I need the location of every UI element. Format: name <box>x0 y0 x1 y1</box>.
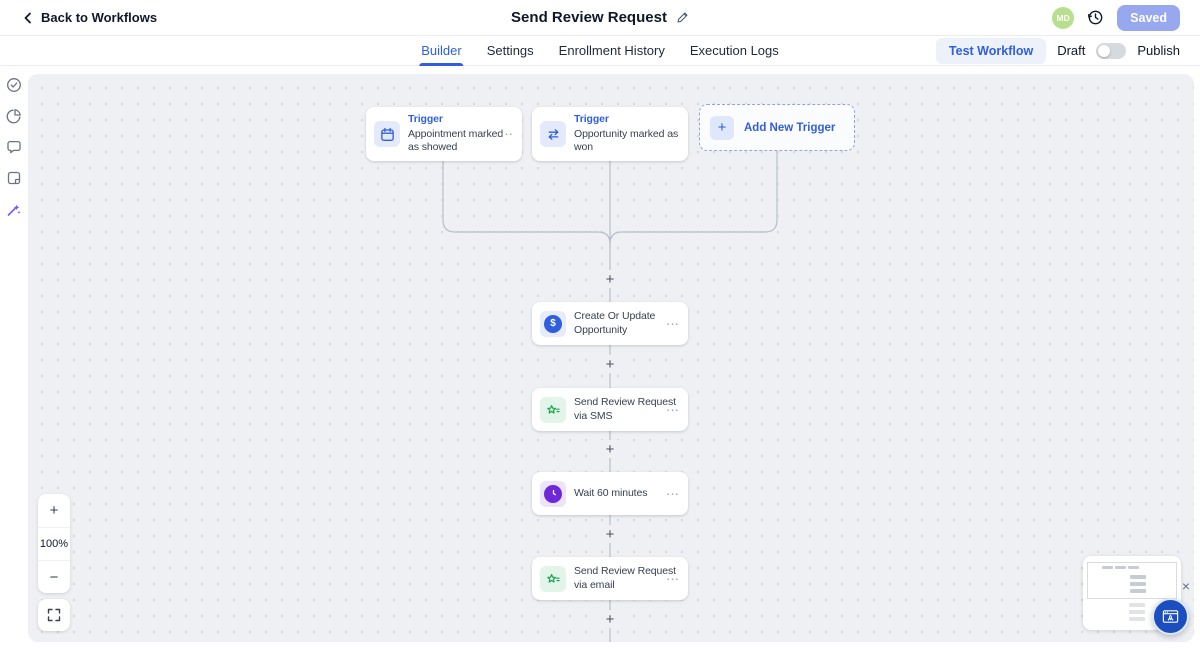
minimap-viewport <box>1087 562 1177 599</box>
header: Back to Workflows Send Review Request MD… <box>0 0 1200 36</box>
zoom-level: 100% <box>38 527 70 560</box>
trigger-title: Appointment marked as showed <box>408 127 504 154</box>
edit-pencil-icon[interactable] <box>676 11 689 24</box>
saved-button[interactable]: Saved <box>1117 4 1180 31</box>
more-menu-icon[interactable]: ⋯ <box>666 316 680 331</box>
toggle-knob <box>1098 44 1111 57</box>
action-title: Send Review Request via email <box>574 564 676 591</box>
add-step-button[interactable]: + <box>601 525 619 543</box>
tab-execution-logs[interactable]: Execution Logs <box>689 43 779 58</box>
zoom-controls: + 100% − <box>38 494 70 593</box>
note-icon[interactable] <box>6 170 22 186</box>
header-right: MD Saved <box>1052 4 1180 31</box>
action-title: Wait 60 minutes <box>574 486 648 499</box>
minimap-close-button[interactable]: × <box>1181 578 1191 594</box>
tab-settings[interactable]: Settings <box>486 43 534 58</box>
action-node-create-update-opportunity[interactable]: $ Create Or Update Opportunity ⋯ <box>532 302 688 345</box>
trigger-badge: Trigger <box>574 112 609 125</box>
action-node-wait-60-minutes[interactable]: Wait 60 minutes ⋯ <box>532 472 688 515</box>
action-title: Create Or Update Opportunity <box>574 309 656 336</box>
more-menu-icon[interactable]: ⋯ <box>666 126 680 142</box>
zoom-out-button[interactable]: − <box>38 560 70 593</box>
back-chevron-icon <box>22 12 34 24</box>
tabs: Builder Settings Enrollment History Exec… <box>419 36 779 66</box>
more-menu-icon[interactable]: ⋯ <box>666 571 680 586</box>
draft-label: Draft <box>1057 43 1086 58</box>
plus-icon: + <box>710 115 734 140</box>
action-title: Send Review Request via SMS <box>574 395 676 422</box>
minimap[interactable] <box>1083 556 1181 630</box>
publish-toggle[interactable] <box>1096 42 1127 59</box>
review-star-icon <box>540 396 566 423</box>
tab-builder[interactable]: Builder <box>419 36 465 66</box>
add-step-button[interactable]: + <box>601 440 619 458</box>
magic-wand-icon[interactable] <box>6 201 22 217</box>
add-new-trigger-button[interactable]: + Add New Trigger <box>699 104 855 151</box>
tab-bar: Builder Settings Enrollment History Exec… <box>0 36 1200 66</box>
pie-chart-icon[interactable] <box>6 108 22 124</box>
launcher-badge[interactable] <box>1152 598 1189 635</box>
fullscreen-button[interactable] <box>38 599 70 631</box>
trigger-badge: Trigger <box>408 112 443 125</box>
opportunity-dollar-icon: $ <box>540 310 566 337</box>
chat-bubble-icon[interactable] <box>6 139 22 155</box>
zoom-in-button[interactable]: + <box>49 502 59 519</box>
left-sidebar <box>0 66 28 648</box>
history-clock-icon[interactable] <box>1087 9 1104 26</box>
check-circle-icon[interactable] <box>6 77 22 93</box>
tab-enrollment-history[interactable]: Enrollment History <box>558 43 665 58</box>
add-step-button[interactable]: + <box>601 610 619 628</box>
title-wrap: Send Review Request <box>511 9 689 26</box>
expand-icon <box>47 608 61 622</box>
test-workflow-button[interactable]: Test Workflow <box>935 37 1047 64</box>
back-to-workflows-button[interactable]: Back to Workflows <box>22 10 157 25</box>
action-node-review-request-email[interactable]: Send Review Request via email ⋯ <box>532 557 688 600</box>
tabbar-right: Test Workflow Draft Publish <box>935 37 1180 64</box>
calendar-icon <box>374 121 400 147</box>
add-step-button[interactable]: + <box>601 270 619 288</box>
page-title: Send Review Request <box>511 9 667 26</box>
review-star-icon <box>540 565 566 592</box>
more-menu-icon[interactable]: ⋯ <box>666 486 680 501</box>
trigger-title: Opportunity marked as won <box>574 127 679 154</box>
swap-arrows-icon <box>540 121 566 147</box>
wait-clock-icon <box>540 480 566 507</box>
more-menu-icon[interactable]: ⋯ <box>500 126 514 142</box>
add-new-trigger-label: Add New Trigger <box>744 121 836 134</box>
publish-label: Publish <box>1137 43 1180 58</box>
back-label: Back to Workflows <box>41 10 158 25</box>
add-step-button[interactable]: + <box>601 355 619 373</box>
more-menu-icon[interactable]: ⋯ <box>666 402 680 417</box>
action-node-review-request-sms[interactable]: Send Review Request via SMS ⋯ <box>532 388 688 431</box>
rocket-window-icon <box>1161 607 1180 626</box>
avatar[interactable]: MD <box>1052 6 1075 29</box>
